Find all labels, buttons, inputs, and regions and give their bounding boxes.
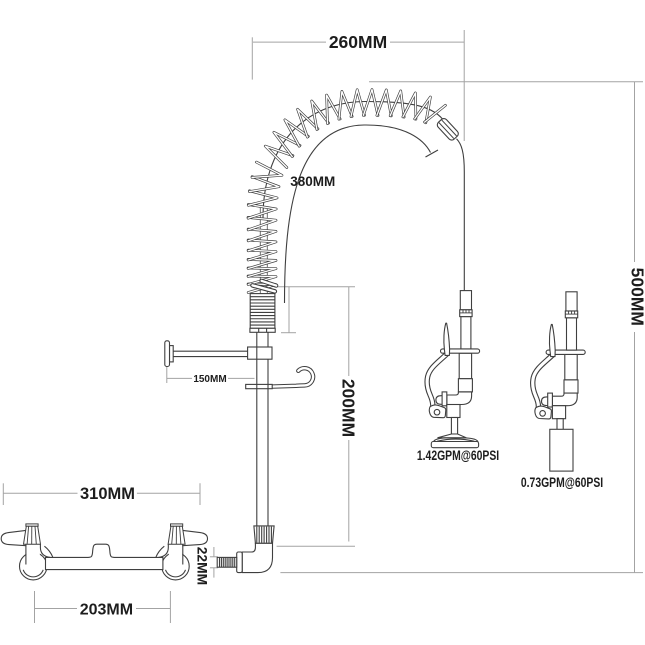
svg-text:200MM: 200MM [339, 379, 359, 437]
svg-text:203MM: 203MM [80, 602, 133, 619]
svg-text:22MM: 22MM [194, 547, 209, 585]
svg-text:500MM: 500MM [627, 268, 645, 326]
svg-text:0.73GPM@60PSI: 0.73GPM@60PSI [521, 475, 603, 491]
svg-text:260MM: 260MM [329, 32, 387, 52]
svg-text:380MM: 380MM [290, 174, 335, 189]
svg-text:1.42GPM@60PSI: 1.42GPM@60PSI [417, 448, 499, 464]
svg-text:150MM: 150MM [193, 374, 226, 385]
svg-text:310MM: 310MM [80, 485, 135, 503]
